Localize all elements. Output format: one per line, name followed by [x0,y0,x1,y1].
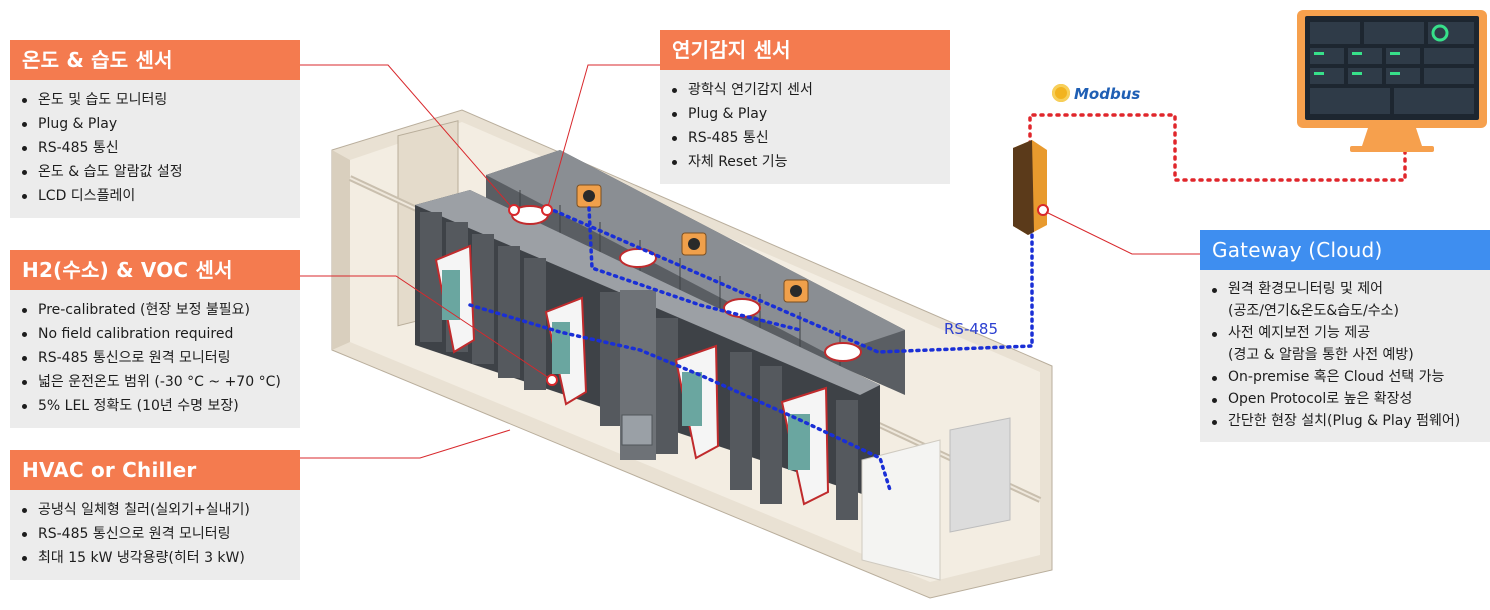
list-item: Open Protocol로 높은 확장성 [1212,388,1480,410]
modbus-logo: Modbus [1052,82,1140,106]
list-item-line: 간단한 현장 설치(Plug & Play 펌웨어) [1228,413,1461,429]
gateway-title: Gateway (Cloud) [1200,230,1490,270]
list-item: Plug & Play [672,102,940,126]
list-item: Pre-calibrated (현장 보정 불필요) [22,298,290,322]
hvac-list: 공냉식 일체형 칠러(실외기+실내기) RS-485 통신으로 원격 모니터링 … [10,490,300,580]
leader-lines [300,64,1200,459]
list-item: RS-485 통신으로 원격 모니터링 [22,346,290,370]
modbus-label: Modbus [1074,85,1141,103]
list-item: No field calibration required [22,322,290,346]
h2-voc-panel: H2(수소) & VOC 센서 Pre-calibrated (현장 보정 불필… [10,250,300,428]
list-item: On-premise 혹은 Cloud 선택 가능 [1212,366,1480,388]
list-item-subline: (공조/연기&온도&습도/수소) [1228,303,1399,319]
list-item-line: Open Protocol로 높은 확장성 [1228,391,1413,407]
list-item: 최대 15 kW 냉각용량(히터 3 kW) [22,546,290,570]
list-item: Plug & Play [22,112,290,136]
hvac-units [434,244,830,506]
temp-humidity-title: 온도 & 습도 센서 [10,40,300,80]
monitor-dashboard [1297,10,1487,152]
gateway-list: 원격 환경모니터링 및 제어 (공조/연기&온도&습도/수소) 사전 예지보전 … [1200,270,1490,442]
list-item: RS-485 통신 [672,126,940,150]
smoke-title: 연기감지 센서 [660,30,950,70]
list-item: 간단한 현장 설치(Plug & Play 펌웨어) [1212,410,1480,432]
list-item: 온도 및 습도 모니터링 [22,88,290,112]
list-item: LCD 디스플레이 [22,184,290,208]
list-item: 광학식 연기감지 센서 [672,78,940,102]
hvac-title: HVAC or Chiller [10,450,300,490]
temp-humidity-list: 온도 및 습도 모니터링 Plug & Play RS-485 통신 온도 & … [10,80,300,218]
gas-sensors [576,184,809,303]
smoke-list: 광학식 연기감지 센서 Plug & Play RS-485 통신 자체 Res… [660,70,950,184]
list-item: 넓은 운전온도 범위 (-30 °C ~ +70 °C) [22,370,290,394]
side-equipment [861,417,1011,581]
rs485-bus [468,206,1034,492]
h2-voc-list: Pre-calibrated (현장 보정 불필요) No field cali… [10,290,300,428]
h2-voc-title: H2(수소) & VOC 센서 [10,250,300,290]
list-item: 사전 예지보전 기능 제공 (경고 & 알람을 통한 사전 예방) [1212,322,1480,366]
list-item: RS-485 통신 [22,136,290,160]
gateway-device [1013,140,1049,235]
list-item-line: 원격 환경모니터링 및 제어 [1228,281,1384,297]
list-item: 원격 환경모니터링 및 제어 (공조/연기&온도&습도/수소) [1212,278,1480,322]
leader-endpoints [508,204,558,386]
list-item-line: On-premise 혹은 Cloud 선택 가능 [1228,369,1445,385]
list-item: RS-485 통신으로 원격 모니터링 [22,522,290,546]
list-item: 자체 Reset 기능 [672,150,940,174]
gateway-panel: Gateway (Cloud) 원격 환경모니터링 및 제어 (공조/연기&온도… [1200,230,1490,442]
list-item-line: 사전 예지보전 기능 제공 [1228,325,1371,341]
hvac-panel: HVAC or Chiller 공냉식 일체형 칠러(실외기+실내기) RS-4… [10,450,300,580]
list-item: 5% LEL 정확도 (10년 수명 보장) [22,394,290,418]
list-item: 공냉식 일체형 칠러(실외기+실내기) [22,498,290,522]
temp-humidity-panel: 온도 & 습도 센서 온도 및 습도 모니터링 Plug & Play RS-4… [10,40,300,218]
list-item: 온도 & 습도 알람값 설정 [22,160,290,184]
rs485-label: RS-485 [944,320,998,338]
list-item-subline: (경고 & 알람을 통한 사전 예방) [1228,347,1414,363]
smoke-panel: 연기감지 센서 광학식 연기감지 센서 Plug & Play RS-485 통… [660,30,950,184]
modbus-link [1028,113,1407,202]
modbus-gear-icon [1052,84,1070,102]
